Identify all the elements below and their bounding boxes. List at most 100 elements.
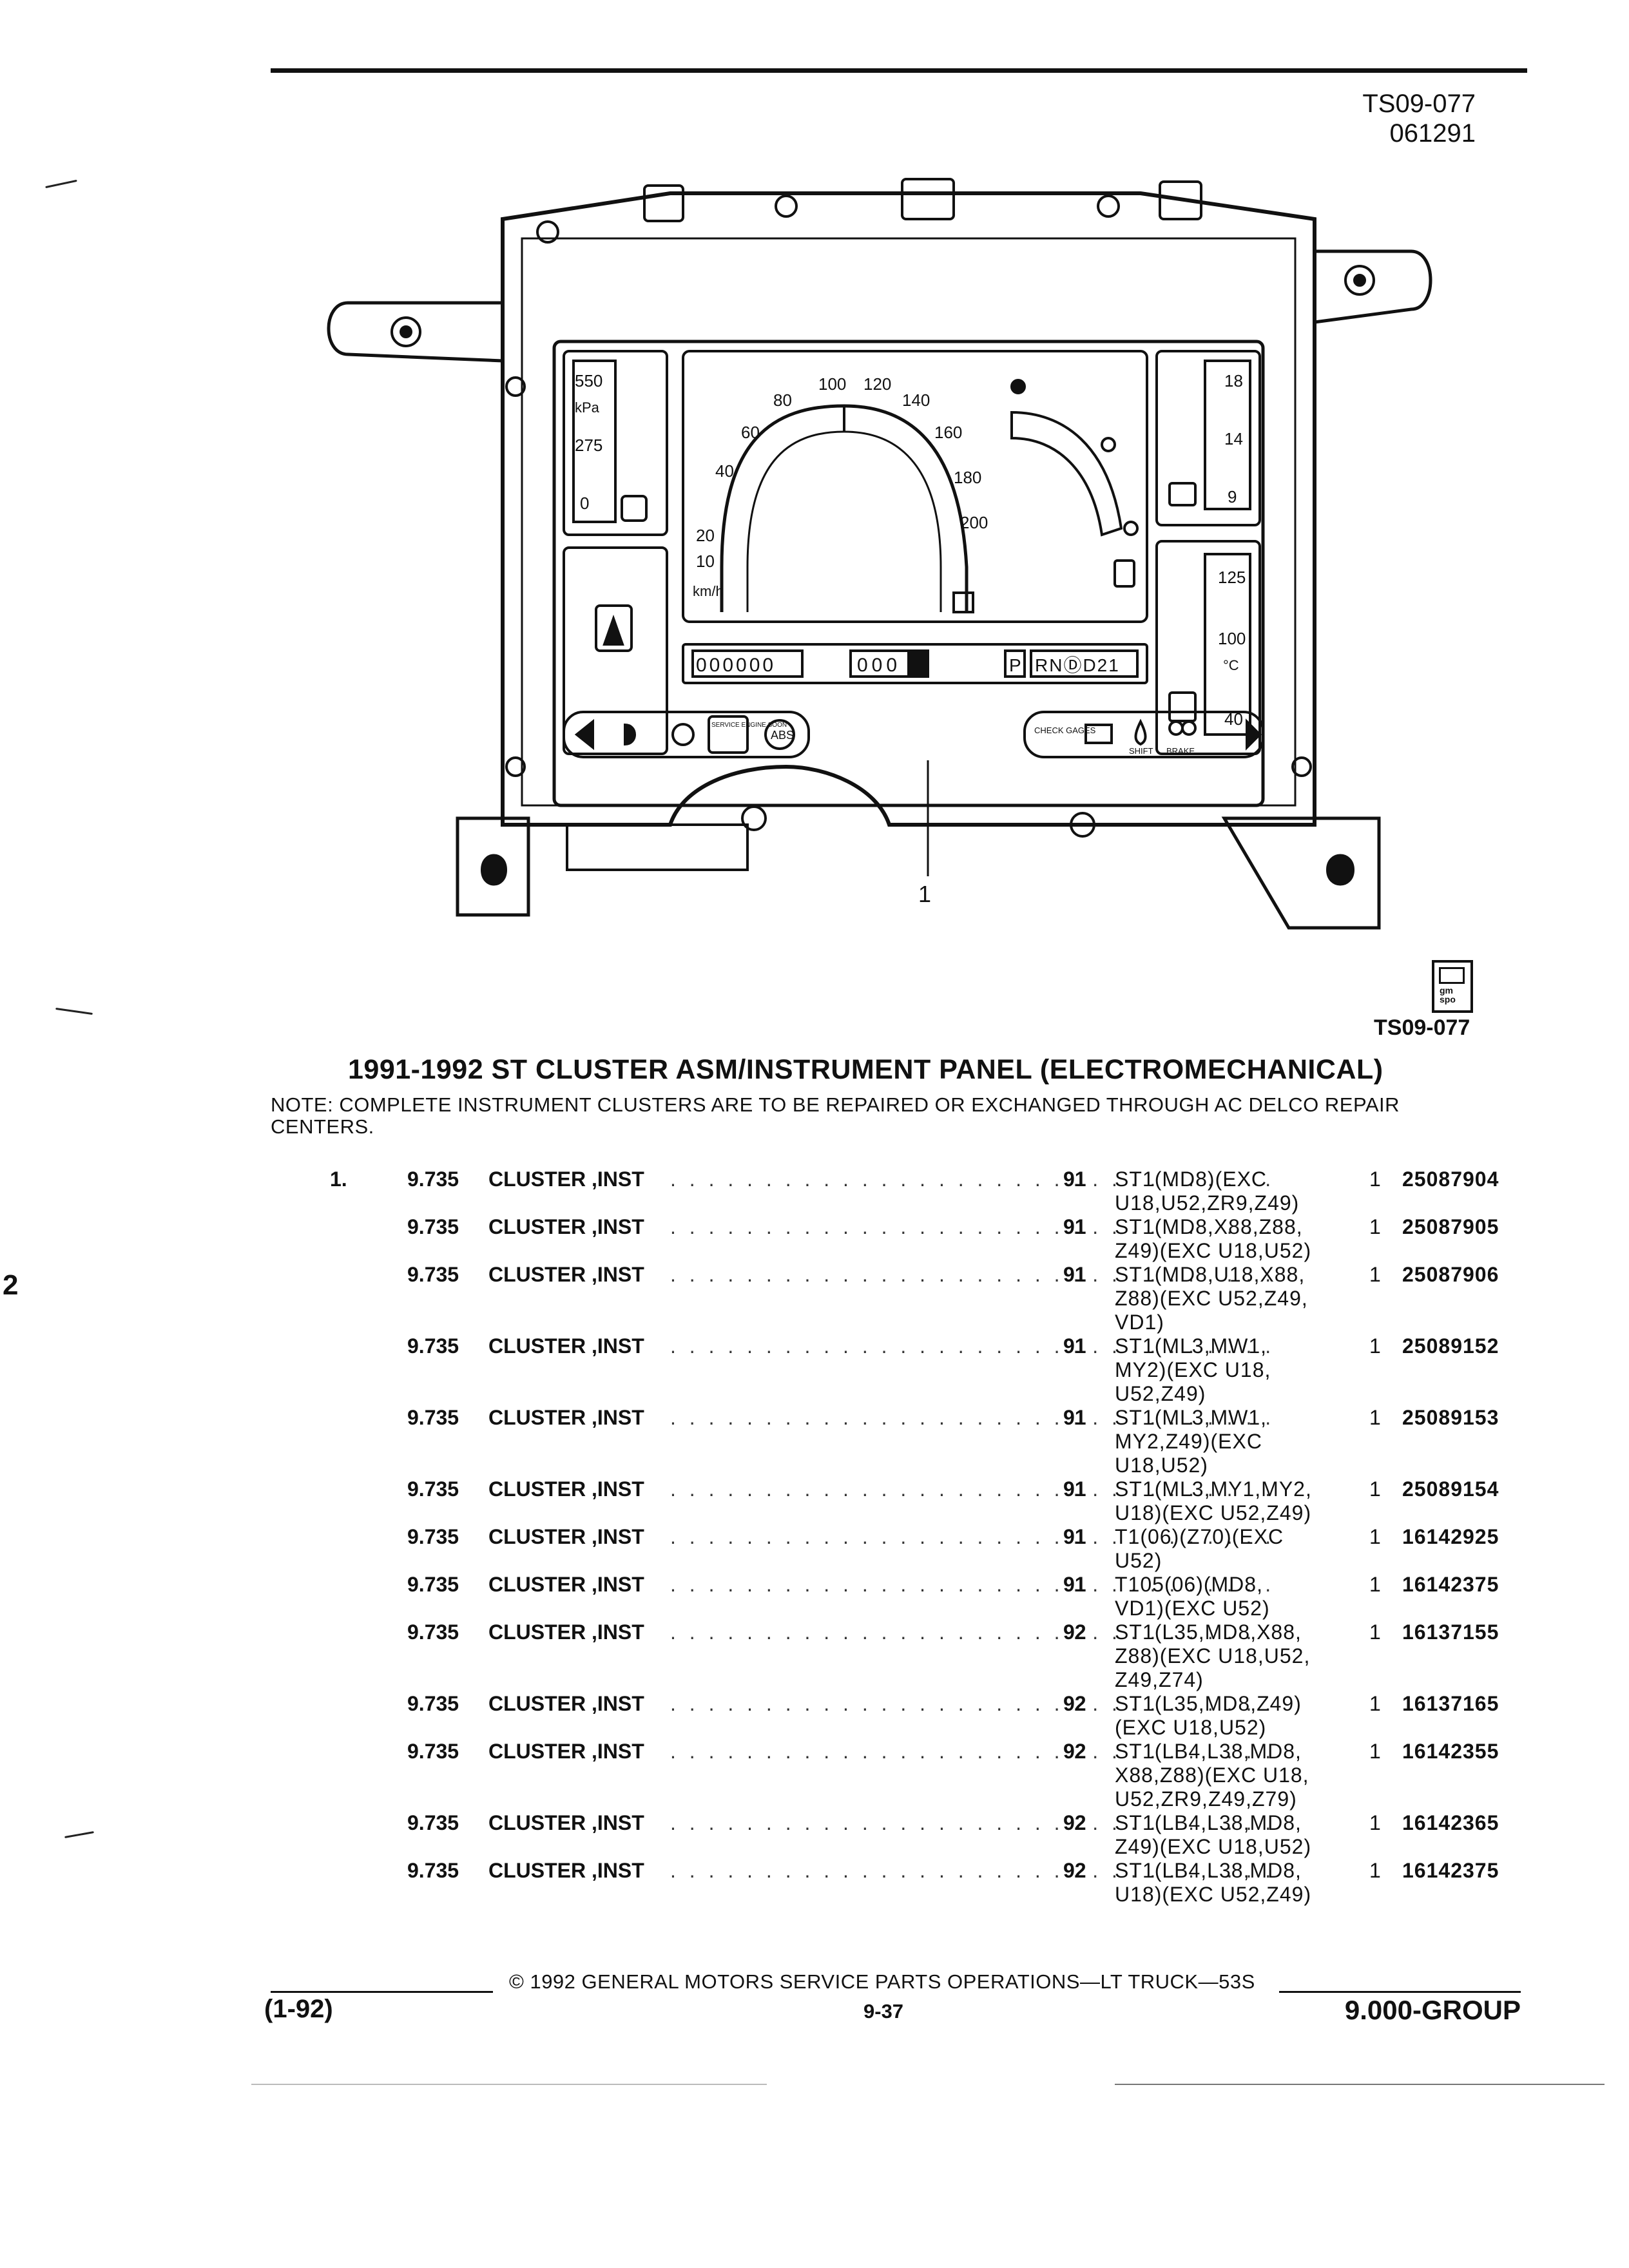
group-number: 9.000-GROUP [1344,1995,1521,2025]
usage-description: T105(06)(MD8, VD1)(EXC U52) [1115,1573,1270,1620]
model-year: 92 [1063,1740,1086,1763]
quantity: 1 [1369,1811,1381,1834]
part-name: CLUSTER ,INST [488,1525,644,1548]
margin-mark [45,179,77,189]
quantity: 1 [1369,1525,1381,1548]
part-name: CLUSTER ,INST [488,1168,644,1191]
group-number-cell: 9.735 [407,1811,459,1834]
model-year: 92 [1063,1692,1086,1715]
leader-dots: . . . . . . . . . . . . . . . . . . . . … [670,1263,1276,1286]
leader-dots: . . . . . . . . . . . . . . . . . . . . … [670,1692,1276,1715]
quantity: 1 [1369,1477,1381,1501]
speed-label-60: 60 [741,423,760,442]
part-name: CLUSTER ,INST [488,1620,644,1644]
part-name: CLUSTER ,INST [488,1740,644,1763]
boost-mid: 275 [575,436,602,455]
boost-zero: 0 [580,494,589,513]
table-row: 1. 9.735 CLUSTER ,INST . . . . . . . . . . … [271,1168,1521,1215]
bottom-rule-right [1115,2084,1605,2085]
margin-glyph: 2 [3,1269,19,1301]
brake-label: BRAKE [1166,746,1195,756]
leader-dots: . . . . . . . . . . . . . . . . . . . . … [670,1525,1276,1548]
gm-spo-logo: gm spo [1432,960,1473,1013]
prndl-indicator: RNⒹD21 [1035,655,1120,675]
quantity: 1 [1369,1740,1381,1763]
group-number-cell: 9.735 [407,1477,459,1501]
part-name: CLUSTER ,INST [488,1692,644,1715]
figure-label: TS09-077 [1374,1015,1470,1040]
usage-description: ST1(ML3,MY1,MY2, U18)(EXC U52,Z49) [1115,1477,1312,1524]
part-number: 16142355 [1402,1740,1499,1763]
speed-label-80: 80 [773,390,792,410]
note-text: NOTE: COMPLETE INSTRUMENT CLUSTERS ARE T… [271,1093,1400,1138]
leader-dots: . . . . . . . . . . . . . . . . . . . . … [670,1811,1276,1834]
group-number-cell: 9.735 [407,1215,459,1238]
part-number: 25089154 [1402,1477,1499,1501]
part-number: 25087904 [1402,1168,1499,1191]
leader-dots: . . . . . . . . . . . . . . . . . . . . … [670,1859,1276,1882]
part-number: 16137165 [1402,1692,1499,1715]
leader-dots: . . . . . . . . . . . . . . . . . . . . … [670,1477,1276,1501]
part-number: 16142365 [1402,1811,1499,1834]
speed-label-10: 10 [696,552,715,571]
part-name: CLUSTER ,INST [488,1477,644,1501]
quantity: 1 [1369,1263,1381,1286]
group-number-cell: 9.735 [407,1740,459,1763]
quantity: 1 [1369,1215,1381,1238]
usage-description: T1(06)(Z70)(EXC U52) [1115,1525,1284,1572]
model-year: 91 [1063,1525,1086,1548]
volts-mid: 14 [1224,429,1243,448]
speed-label-40: 40 [715,461,734,481]
group-number-cell: 9.735 [407,1573,459,1596]
speed-label-20: 20 [696,526,715,545]
group-number-cell: 9.735 [407,1168,459,1191]
leader-dots: . . . . . . . . . . . . . . . . . . . . … [670,1740,1276,1763]
group-number-cell: 9.735 [407,1692,459,1715]
usage-description: ST1(LB4,L38,MD8, U18)(EXC U52,Z49) [1115,1859,1312,1906]
margin-mark [64,1831,94,1838]
usage-description: ST1(LB4,L38,MD8, Z49)(EXC U18,U52) [1115,1811,1312,1858]
part-number: 16142375 [1402,1573,1499,1596]
group-number-cell: 9.735 [407,1406,459,1429]
header-code-block: TS09-077 061291 [1362,89,1476,148]
part-name: CLUSTER ,INST [488,1215,644,1238]
item-number: 1. [330,1168,347,1191]
quantity: 1 [1369,1334,1381,1358]
speed-label-100: 100 [818,374,846,394]
part-number: 16142925 [1402,1525,1499,1548]
usage-description: ST1(MD8,X88,Z88, Z49)(EXC U18,U52) [1115,1215,1312,1262]
table-row: 9.735 CLUSTER ,INST . . . . . . . . . . . … [271,1692,1521,1740]
leader-dots: . . . . . . . . . . . . . . . . . . . . … [670,1406,1276,1429]
top-rule [271,68,1527,73]
usage-description: ST1(ML3,MW1, MY2)(EXC U18, U52,Z49) [1115,1334,1271,1405]
part-name: CLUSTER ,INST [488,1406,644,1429]
margin-mark [55,1007,93,1015]
model-year: 91 [1063,1215,1086,1238]
quantity: 1 [1369,1573,1381,1596]
part-number: 16137155 [1402,1620,1499,1644]
model-year: 91 [1063,1573,1086,1596]
group-number-cell: 9.735 [407,1263,459,1286]
leader-dots: . . . . . . . . . . . . . . . . . . . . … [670,1573,1276,1596]
part-name: CLUSTER ,INST [488,1334,644,1358]
speed-label-160: 160 [934,423,962,442]
model-year: 91 [1063,1263,1086,1286]
usage-description: ST1(L35,MD8,X88, Z88)(EXC U18,U52, Z49,Z… [1115,1620,1311,1691]
leader-dots: . . . . . . . . . . . . . . . . . . . . … [670,1168,1276,1191]
part-number: 25087906 [1402,1263,1499,1286]
revision-date: (1-92) [264,1995,333,2023]
figure-code: TS09-077 [1362,90,1476,118]
speed-label-140: 140 [902,390,930,410]
service-engine-soon-label: SERVICE ENGINE SOON [711,722,787,729]
table-row: 9.735 CLUSTER ,INST . . . . . . . . . . . … [271,1477,1521,1525]
part-name: CLUSTER ,INST [488,1859,644,1882]
gear-indicator: P [1009,655,1021,675]
date-code: 061291 [1389,119,1476,148]
boost-unit: kPa [575,399,600,416]
